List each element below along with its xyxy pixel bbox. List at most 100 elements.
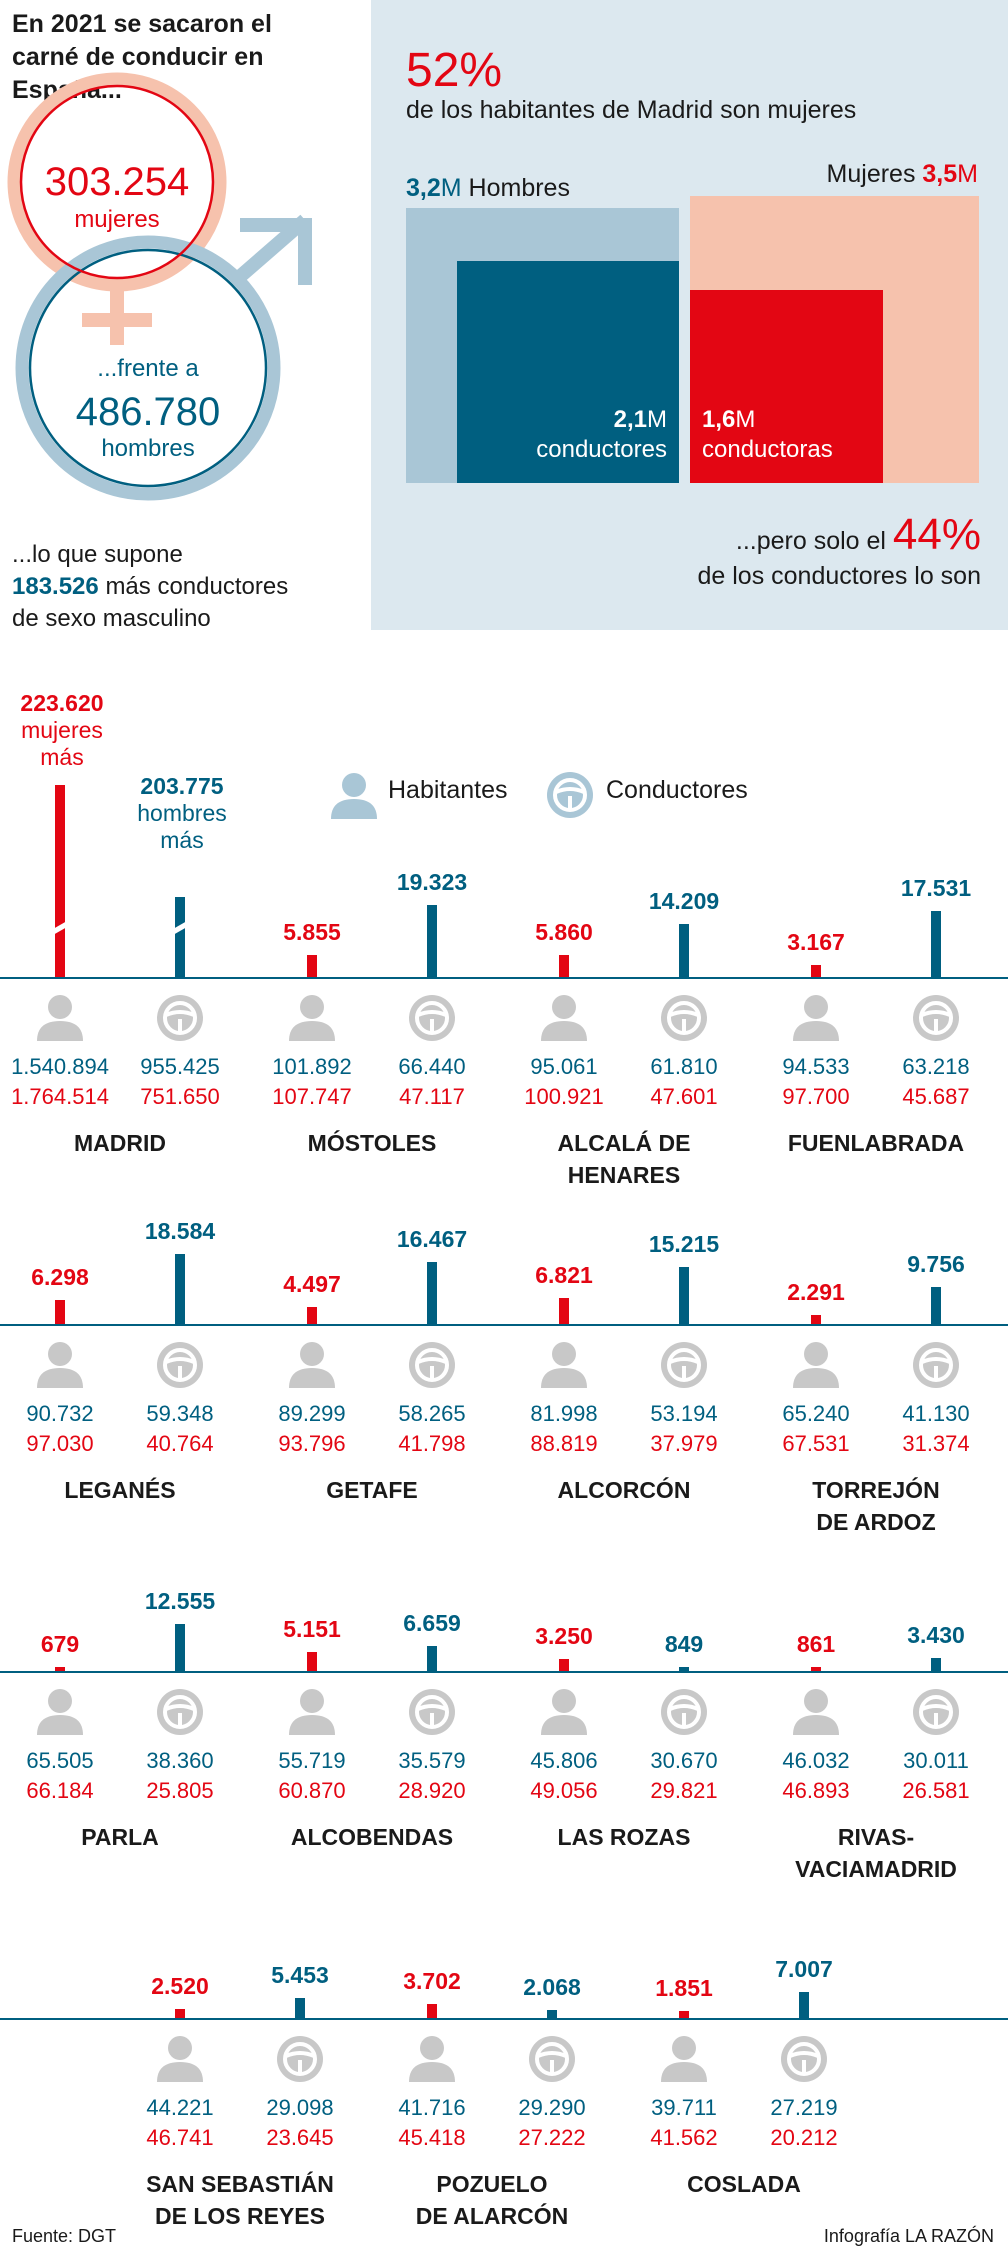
drivers-men: 30.011: [903, 1748, 969, 1773]
men-diff-bar: [175, 897, 185, 977]
men-diff-label: 849: [664, 1631, 704, 1657]
person-icon: [285, 1340, 339, 1395]
men-diff-bar: [679, 923, 689, 977]
women-diff-bar: [307, 1651, 317, 1671]
source: Fuente: DGT: [12, 2226, 117, 2246]
inhabitants-men: 90.732: [26, 1401, 94, 1426]
women-diff-bar: [559, 1658, 569, 1671]
person-icon: [153, 2034, 207, 2089]
drivers-women: 751.650: [140, 1084, 220, 1109]
men-drivers-block: [457, 261, 679, 483]
women-diff-label: 2.291: [787, 1279, 845, 1306]
page-title: En 2021 se sacaron el carné de conducir …: [12, 10, 272, 104]
women-diff-label: 6.821: [535, 1262, 593, 1289]
men-diff-label: 5.453: [271, 1961, 329, 1988]
men-diff-label: 17.531: [900, 875, 972, 902]
male-symbol-icon: [15, 214, 312, 501]
steering-wheel-icon: [547, 772, 593, 818]
women-diff-bar: [175, 2008, 185, 2018]
women-diff-label: 5.151: [283, 1615, 341, 1642]
female-symbol-icon: [7, 72, 227, 345]
difference-suffix: más conductores: [105, 573, 289, 600]
drivers-men: 66.440: [398, 1054, 466, 1079]
municipality-name: FUENLABRADA: [787, 1130, 965, 1156]
women-diff-bar: [559, 955, 569, 977]
men-drivers-label: 2,1M conductores: [536, 406, 667, 463]
men-diff-bar: [427, 1646, 437, 1671]
person-icon: [33, 1340, 87, 1395]
person-icon: [789, 1340, 843, 1395]
inhabitants-women: 107.747: [272, 1084, 352, 1109]
drivers-women: 25.805: [146, 1778, 214, 1803]
men-diff-bar: [427, 1262, 437, 1324]
baseline: [0, 1671, 1008, 1673]
madrid-women-text: de los habitantes de Madrid son mujeres: [406, 96, 857, 124]
women-inhabitants-label: Mujeres 3,5M: [826, 160, 978, 188]
drivers-men: 58.265: [398, 1401, 466, 1426]
men-diff-bar: [175, 1254, 185, 1324]
men-diff-label: 15.215: [648, 1230, 720, 1257]
inhabitants-women: 49.056: [530, 1778, 598, 1803]
baseline: [0, 977, 1008, 979]
person-icon: [657, 2034, 711, 2089]
municipality-name: ALCORCÓN: [557, 1477, 691, 1503]
inhabitants-women: 67.531: [782, 1431, 850, 1456]
drivers-women: 20.212: [770, 2125, 838, 2150]
drivers-women: 47.117: [399, 1084, 465, 1109]
drivers-women: 23.645: [266, 2125, 334, 2150]
inhabitants-women: 66.184: [26, 1778, 94, 1803]
men-diff-bar: [931, 911, 941, 977]
municipality-name: RIVAS-VACIAMADRID: [795, 1824, 957, 1882]
women-diff-bar: [55, 1300, 65, 1324]
men-diff-label: 7.007: [775, 1955, 833, 1982]
municipality-name: PARLA: [81, 1824, 159, 1850]
men-diff-label: 19.323: [396, 868, 468, 895]
person-icon: [285, 993, 339, 1048]
steering-wheel-icon: [911, 993, 961, 1048]
inhabitants-men: 81.998: [530, 1401, 598, 1426]
legend-inhabitants: Habitantes: [388, 776, 508, 804]
drivers-men: 955.425: [140, 1054, 220, 1079]
women-diff-label: 3.702: [403, 1968, 461, 1995]
credit: Infografía LA RAZÓN: [823, 2226, 994, 2246]
drivers-women: 47.601: [650, 1084, 718, 1109]
women-drivers-pct: 44%: [892, 510, 981, 559]
inhabitants-men: 95.061: [530, 1054, 598, 1079]
drivers-men: 41.130: [902, 1401, 970, 1426]
steering-wheel-icon: [911, 1340, 961, 1395]
women-diff-label: 5.855: [283, 919, 341, 946]
women-diff-label: 3.167: [787, 929, 845, 956]
men-diff-bar: [175, 1623, 185, 1671]
women-drivers-value: 1,6: [702, 406, 736, 433]
men-diff-label: 9.756: [907, 1251, 965, 1278]
steering-wheel-icon: [659, 1687, 709, 1742]
person-icon: [537, 993, 591, 1048]
women-diff-label: 861: [796, 1631, 836, 1657]
women-diff-bar: [679, 2011, 689, 2018]
men-diff-bar: [931, 1287, 941, 1324]
women-diff-bar: [559, 1298, 569, 1324]
inhabitants-men: 101.892: [272, 1054, 352, 1079]
men-diff-label: 3.430: [907, 1622, 965, 1649]
municipality-name: LEGANÉS: [64, 1477, 176, 1503]
drivers-women: 45.687: [902, 1084, 970, 1109]
person-icon: [789, 993, 843, 1048]
women-count: 303.254: [44, 160, 190, 204]
steering-wheel-icon: [659, 1340, 709, 1395]
men-drivers-value: 2,1: [613, 406, 647, 433]
inhabitants-women: 97.700: [782, 1084, 850, 1109]
difference-line3: de sexo masculino: [12, 605, 211, 632]
steering-wheel-icon: [155, 1687, 205, 1742]
inhabitants-women: 100.921: [524, 1084, 604, 1109]
person-icon: [331, 773, 377, 819]
women-diff-label: 4.497: [283, 1271, 341, 1298]
inhabitants-women: 45.418: [398, 2125, 466, 2150]
drivers-women: 31.374: [902, 1431, 970, 1456]
women-inhabitants-value: 3,5: [922, 160, 958, 188]
steering-wheel-icon: [407, 993, 457, 1048]
madrid-drivers-text: ...pero solo el 44% de los conductores l…: [697, 510, 981, 590]
women-diff-bar: [811, 965, 821, 977]
